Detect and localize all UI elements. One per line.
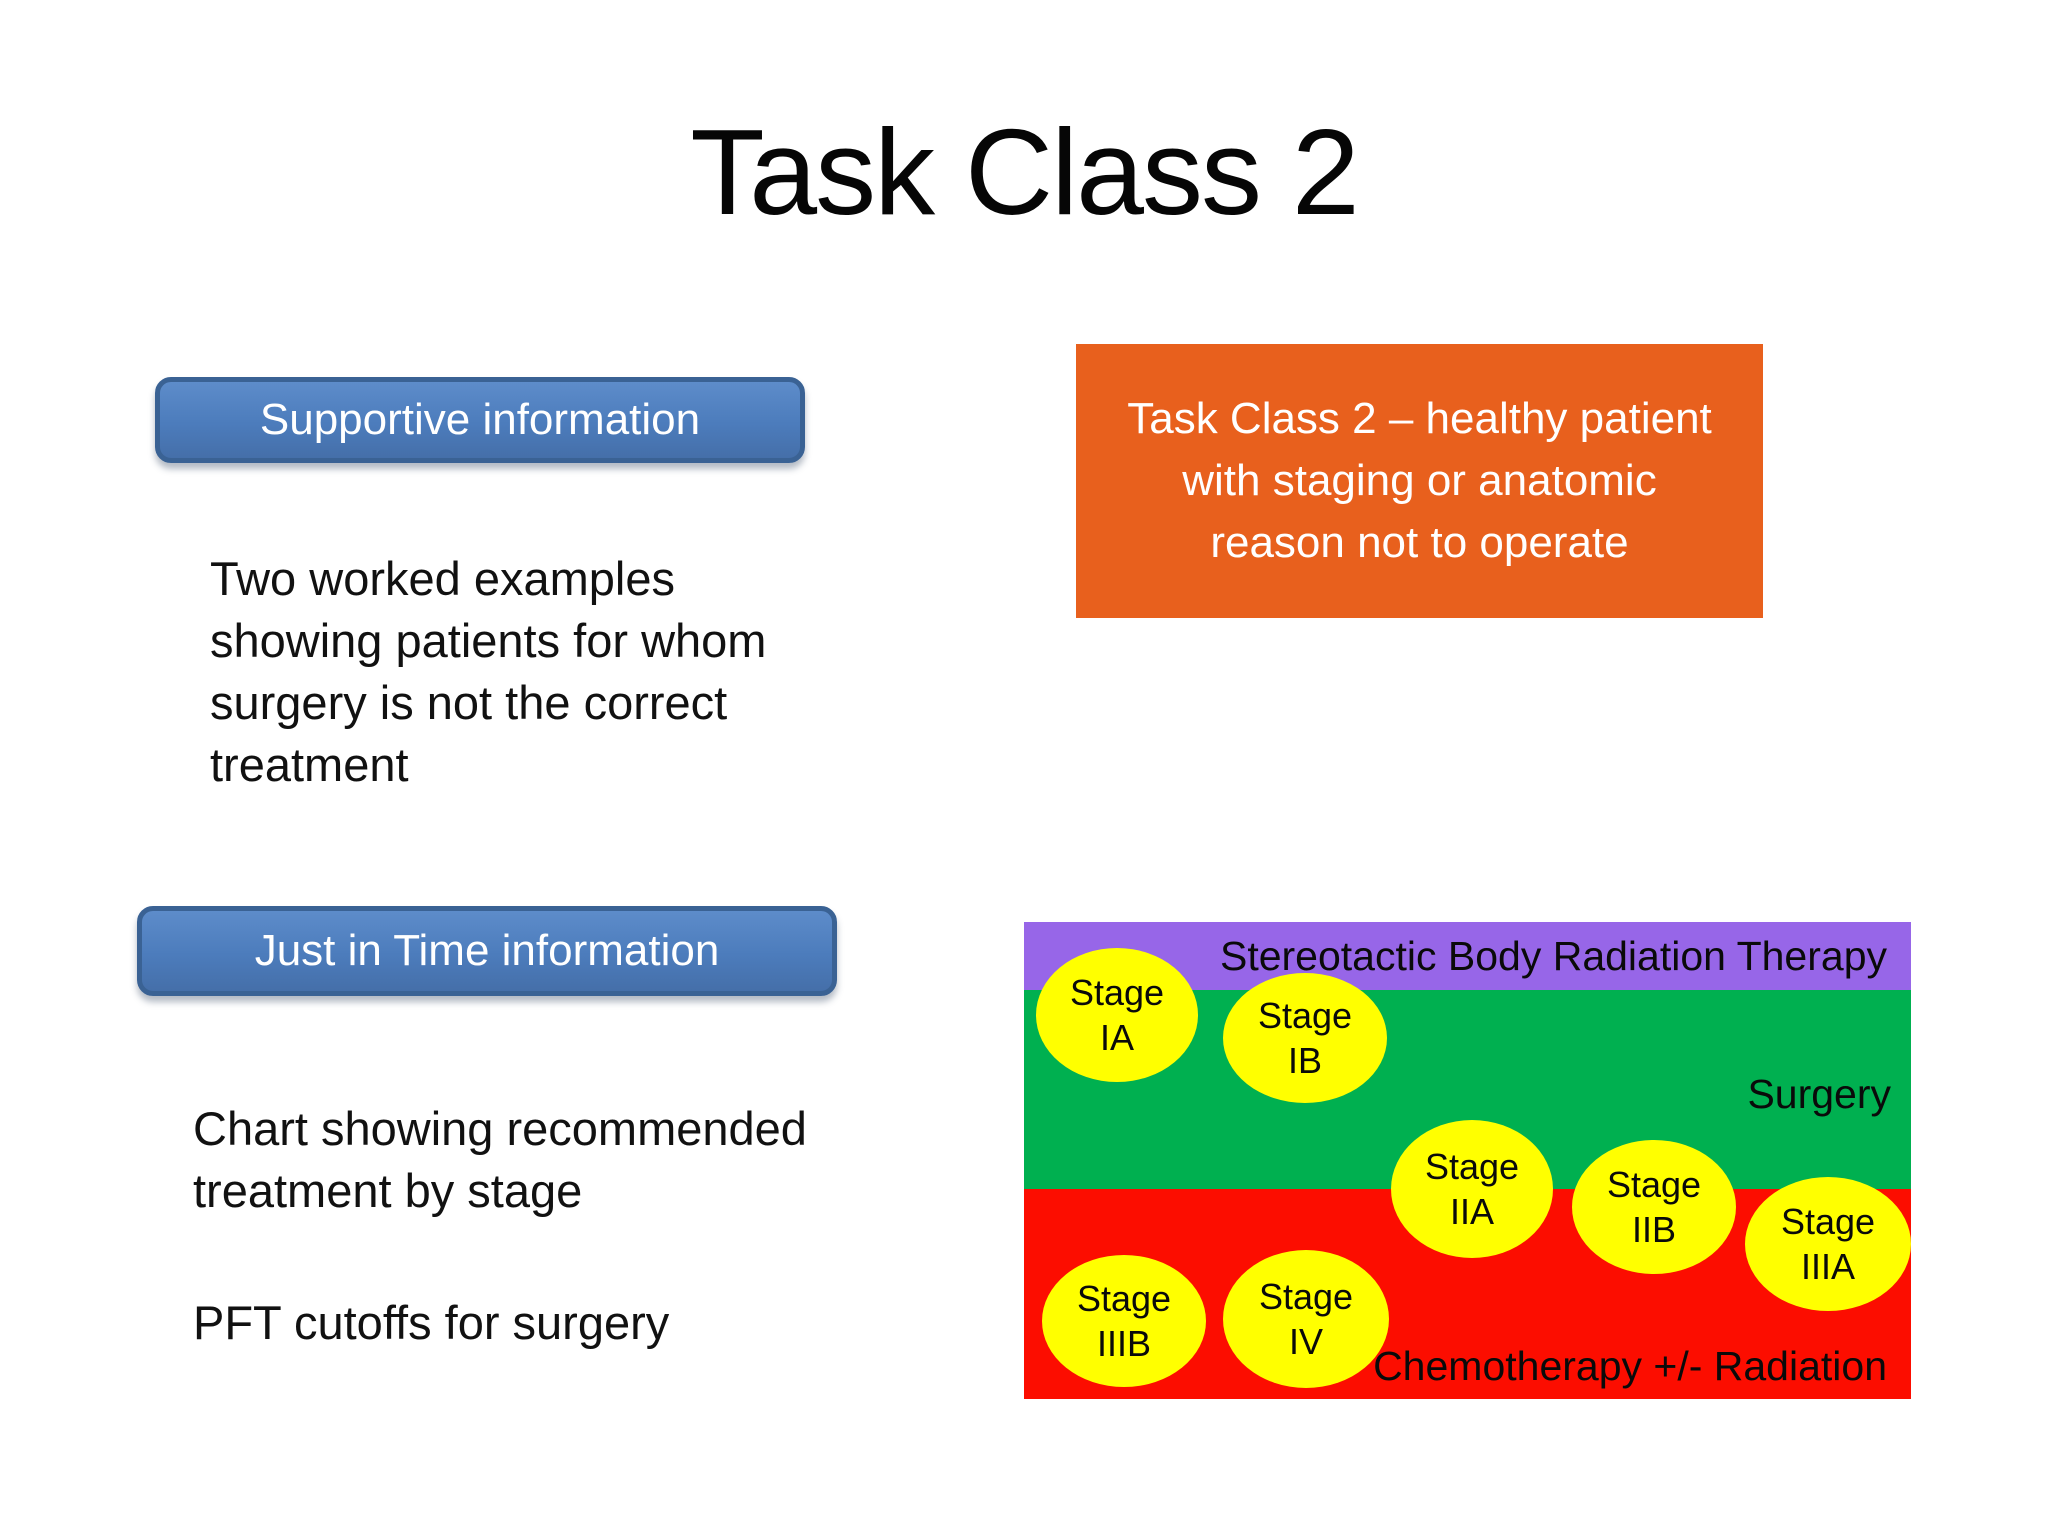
task-class-callout: Task Class 2 – healthy patient with stag… [1076, 344, 1763, 618]
stage-bubble-iiia: Stage IIIA [1745, 1177, 1911, 1311]
just-in-time-information-button-label: Just in Time information [254, 926, 720, 975]
band-label-surgery: Surgery [1747, 1071, 1891, 1117]
jit-body-text-pft: PFT cutoffs for surgery [193, 1296, 670, 1349]
stage-bubble-iia: Stage IIA [1391, 1120, 1553, 1258]
jit-body-text-chart: Chart showing recommended treatment by s… [193, 1102, 807, 1217]
stage-bubble-iib: Stage IIB [1572, 1140, 1736, 1274]
task-class-callout-text: Task Class 2 – healthy patient with stag… [1127, 394, 1712, 567]
stage-bubble-iiib: Stage IIIB [1042, 1255, 1206, 1387]
band-label-chemotherapy: Chemotherapy +/- Radiation [1373, 1343, 1887, 1389]
supportive-body-text: Two worked examples showing patients for… [210, 552, 767, 791]
treatment-by-stage-chart: Stereotactic Body Radiation Therapy Surg… [1024, 922, 1911, 1399]
just-in-time-information-button[interactable]: Just in Time information [137, 906, 837, 996]
stage-bubble-ia: Stage IA [1036, 948, 1198, 1082]
stage-bubble-ib: Stage IB [1223, 973, 1387, 1103]
slide-title: Task Class 2 [690, 104, 1360, 240]
supportive-information-button[interactable]: Supportive information [155, 377, 805, 463]
stage-bubble-iv: Stage IV [1223, 1250, 1389, 1388]
supportive-information-button-label: Supportive information [259, 395, 701, 444]
band-label-stereotactic-radiation: Stereotactic Body Radiation Therapy [1219, 933, 1887, 979]
